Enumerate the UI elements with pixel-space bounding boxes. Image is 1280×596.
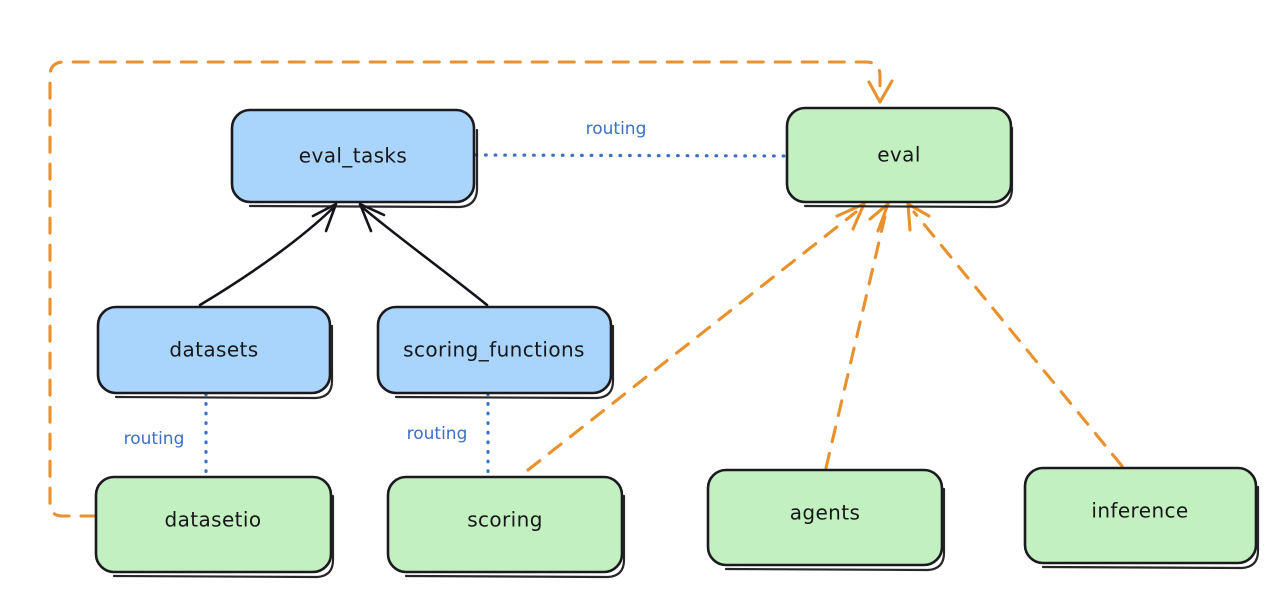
node-eval-box[interactable] (785, 106, 1013, 204)
node-scoring-box[interactable] (386, 475, 624, 574)
node-inference-label: inference (1091, 499, 1188, 523)
node-layer: eval_tasks eval datasets scoring_functio… (94, 106, 1260, 579)
node-scoring[interactable]: scoring (386, 475, 626, 579)
edge-eval_tasks-to-eval (474, 153, 788, 158)
node-eval-tasks-box[interactable] (230, 108, 476, 204)
node-eval-label: eval (877, 143, 921, 167)
node-eval-tasks[interactable]: eval_tasks (230, 108, 479, 209)
edge-label-routing-datasets: routing (124, 429, 185, 449)
node-inference-box[interactable] (1023, 466, 1258, 565)
node-scoring-functions[interactable]: scoring_functions (376, 305, 615, 400)
edge-datasets-to-eval_tasks (198, 202, 338, 307)
node-agents-box[interactable] (706, 468, 944, 567)
node-datasets-box[interactable] (96, 305, 332, 395)
node-scoring-label: scoring (467, 508, 543, 532)
node-agents[interactable]: agents (706, 468, 946, 572)
node-agents-label: agents (790, 501, 861, 525)
edge-scoring_functions-to-eval_tasks (358, 202, 489, 307)
node-eval[interactable]: eval (785, 106, 1014, 209)
edge-label-routing-scoring-functions: routing (407, 424, 468, 444)
edge-inference-to-eval (906, 202, 1124, 468)
node-datasets-label: datasets (169, 338, 258, 362)
node-inference[interactable]: inference (1023, 466, 1260, 570)
edge-label-routing-eval-tasks: routing (586, 119, 647, 139)
node-eval-tasks-label: eval_tasks (299, 144, 407, 168)
node-datasetio[interactable]: datasetio (94, 475, 335, 579)
edge-agents-to-eval (824, 202, 890, 470)
node-datasetio-box[interactable] (94, 475, 333, 574)
node-datasets[interactable]: datasets (96, 305, 334, 400)
arrowhead-datasetio-eval (867, 79, 894, 104)
node-scoring-functions-box[interactable] (376, 305, 613, 395)
node-scoring-functions-label: scoring_functions (403, 338, 585, 362)
edge-label-layer: routing routing routing (124, 119, 647, 449)
node-datasetio-label: datasetio (164, 508, 261, 532)
edge-datasetio-to-eval (48, 60, 894, 518)
